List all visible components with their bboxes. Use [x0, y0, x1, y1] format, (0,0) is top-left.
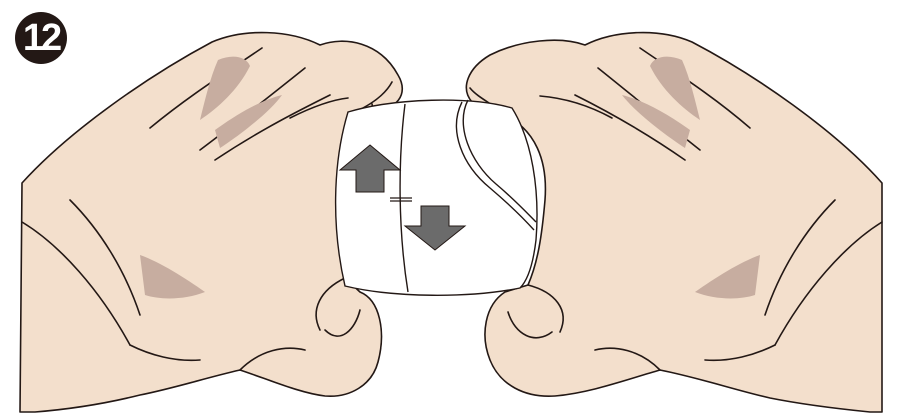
step-number-badge: 12 [15, 12, 67, 64]
bandage-roll [336, 100, 537, 295]
